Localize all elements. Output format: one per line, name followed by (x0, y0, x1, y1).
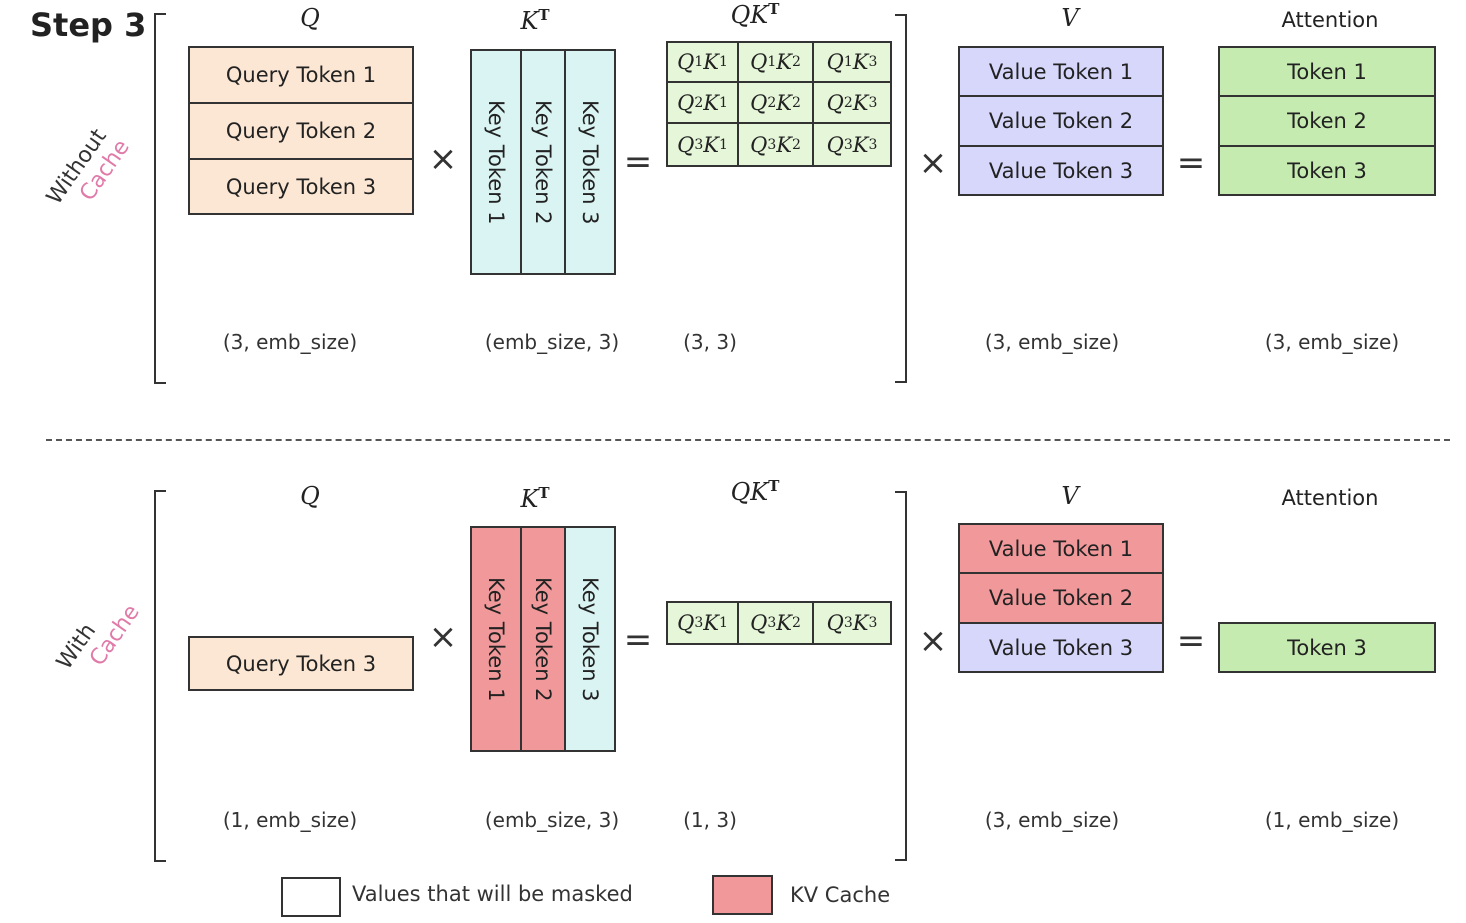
label-attention: Attention (1281, 486, 1379, 510)
label-qkt: QKT (730, 0, 780, 29)
v-token-cell: Value Token 3 (958, 147, 1164, 196)
bracket-right-top (895, 14, 907, 383)
times-operator: × (428, 139, 458, 179)
times-operator: × (918, 621, 948, 661)
v-token-cell: Value Token 2 (958, 97, 1164, 147)
bracket-right-bottom (895, 491, 907, 861)
row-label-with-cache: With Cache (52, 586, 145, 689)
k-token-cell: Key Token 2 (522, 526, 566, 752)
dim-k: (emb_size, 3) (484, 330, 620, 354)
label-q: Q (300, 482, 320, 510)
attention-token-cell: Token 2 (1218, 97, 1436, 147)
v-token-cell: Value Token 1 (958, 523, 1164, 574)
equals-operator: = (1176, 143, 1206, 183)
dim-q: (1, emb_size) (222, 808, 358, 832)
bracket-left-bottom (154, 490, 166, 862)
times-operator: × (428, 617, 458, 657)
section-divider (46, 439, 1450, 441)
label-v: V (1061, 482, 1079, 510)
legend-cache-swatch (712, 875, 773, 915)
attention-token-cell: Token 1 (1218, 46, 1436, 97)
legend-cache-label: KV Cache (790, 883, 891, 907)
v-token-cell: Value Token 1 (958, 46, 1164, 97)
q-token-cell: Query Token 3 (188, 636, 414, 691)
k-token-cell: Key Token 3 (566, 49, 616, 275)
label-kt: KT (520, 484, 550, 513)
step-title: Step 3 (30, 6, 147, 44)
k-token-cell: Key Token 1 (470, 49, 522, 275)
q-token-cell: Query Token 2 (188, 104, 414, 160)
times-operator: × (918, 143, 948, 183)
legend-masked-swatch (281, 877, 341, 917)
v-token-cell: Value Token 3 (958, 624, 1164, 673)
q-token-cell: Query Token 1 (188, 46, 414, 104)
dim-v: (3, emb_size) (984, 808, 1120, 832)
equals-operator: = (623, 142, 653, 182)
equals-operator: = (623, 620, 653, 660)
dim-v: (3, emb_size) (984, 330, 1120, 354)
attention-matrix: Token 3 (1218, 622, 1436, 673)
dim-attention: (3, emb_size) (1264, 330, 1400, 354)
dim-attention: (1, emb_size) (1264, 808, 1400, 832)
v-matrix: Value Token 1 Value Token 2 Value Token … (958, 523, 1164, 673)
dim-q: (3, emb_size) (222, 330, 358, 354)
label-attention: Attention (1281, 8, 1379, 32)
k-token-cell: Key Token 1 (470, 526, 522, 752)
equals-operator: = (1176, 621, 1206, 661)
q-matrix: Query Token 3 (188, 636, 414, 691)
legend-masked-label: Values that will be masked (352, 882, 633, 906)
q-token-cell: Query Token 3 (188, 160, 414, 215)
q-matrix: Query Token 1 Query Token 2 Query Token … (188, 46, 414, 215)
kt-matrix: Key Token 1 Key Token 2 Key Token 3 (470, 526, 616, 752)
label-kt: KT (520, 6, 550, 35)
label-q: Q (300, 4, 320, 32)
kt-matrix: Key Token 1 Key Token 2 Key Token 3 (470, 49, 616, 275)
bracket-left-top (154, 13, 166, 384)
k-token-cell: Key Token 3 (566, 526, 616, 752)
dim-qk: (1, 3) (683, 808, 737, 832)
v-matrix: Value Token 1 Value Token 2 Value Token … (958, 46, 1164, 196)
label-v: V (1061, 4, 1079, 32)
dim-k: (emb_size, 3) (484, 808, 620, 832)
dim-qk: (3, 3) (683, 330, 737, 354)
attention-token-cell: Token 3 (1218, 622, 1436, 673)
attention-token-cell: Token 3 (1218, 147, 1436, 196)
k-token-cell: Key Token 2 (522, 49, 566, 275)
v-token-cell: Value Token 2 (958, 574, 1164, 624)
attention-matrix: Token 1 Token 2 Token 3 (1218, 46, 1436, 196)
label-qkt: QKT (730, 477, 780, 506)
row-label-without-cache: Without Cache (42, 121, 135, 224)
